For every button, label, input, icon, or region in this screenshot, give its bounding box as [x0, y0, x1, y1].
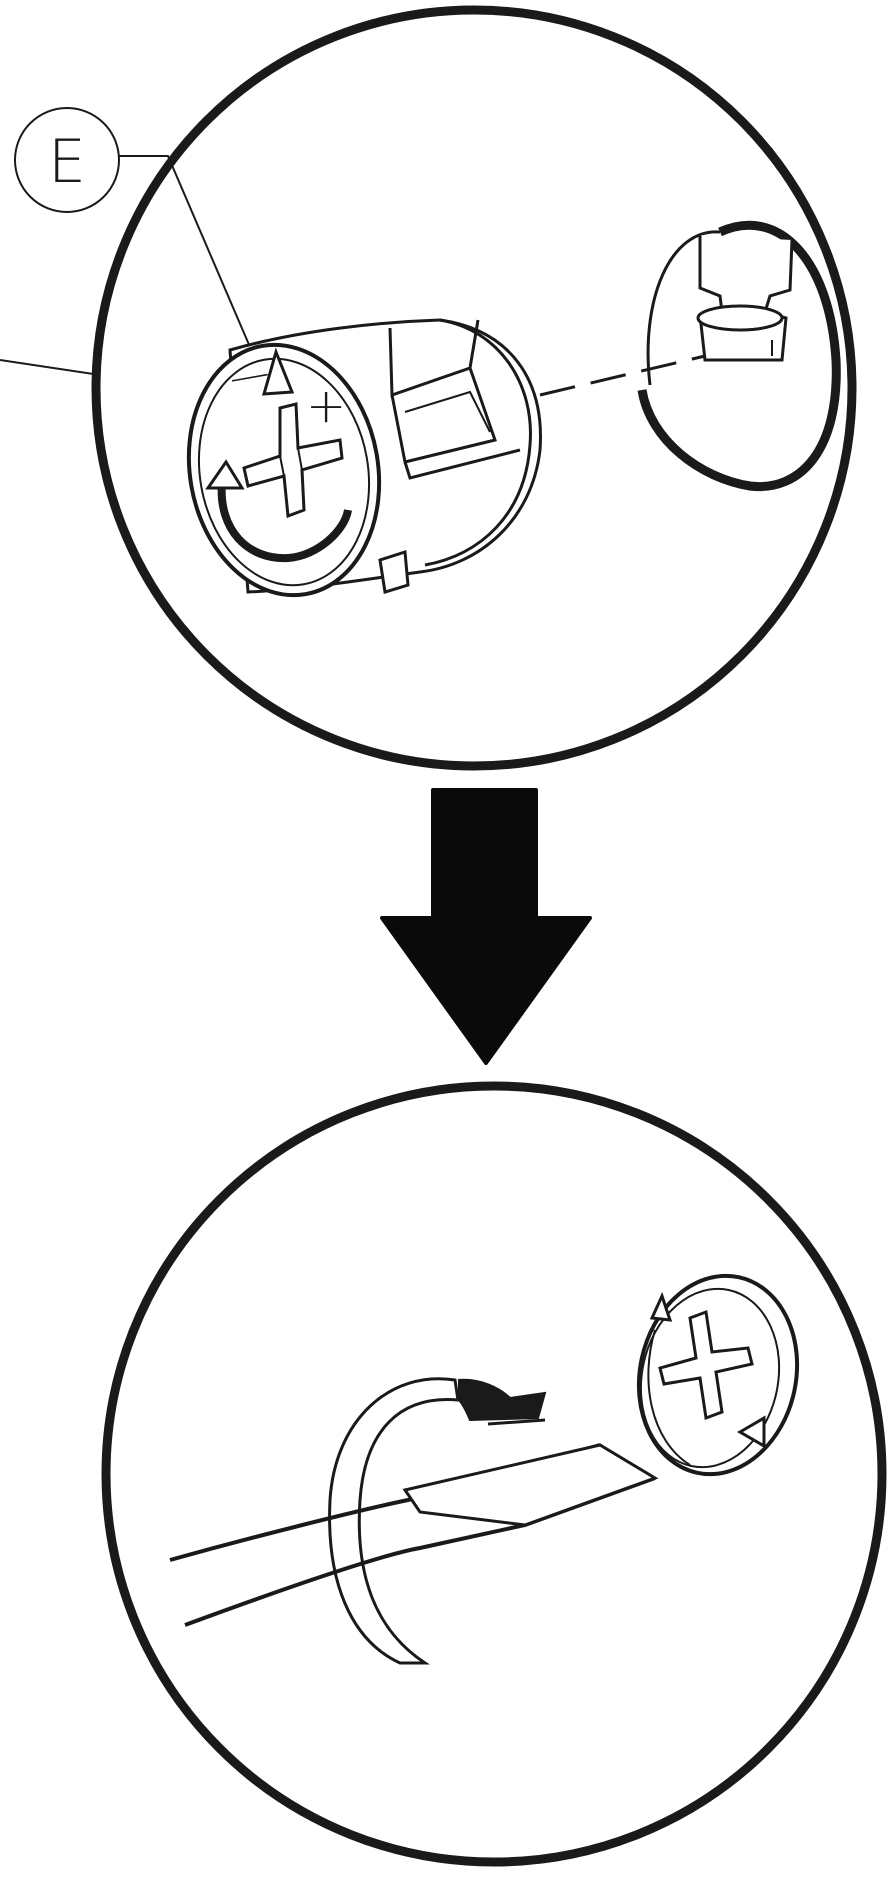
bottom-detail-view	[106, 1086, 882, 1862]
screw-triangle-top-icon	[652, 1296, 670, 1320]
cam-lock: — +	[170, 320, 541, 610]
screw-head-outer	[621, 1261, 815, 1489]
rotation-arrow-icon	[458, 1380, 545, 1420]
down-arrow-icon	[382, 790, 590, 1063]
cam-side-notch	[380, 552, 408, 592]
alignment-dash-line	[540, 356, 705, 395]
top-detail-view: E	[0, 10, 852, 766]
part-leader-line	[119, 156, 253, 354]
rotation-arrow-tip	[488, 1420, 545, 1424]
screwdriver-tip	[405, 1445, 655, 1525]
dowel-hole	[642, 225, 836, 486]
part-callout-e: E	[15, 108, 260, 363]
outer-leader-line	[0, 360, 100, 375]
cam-face-bottom	[621, 1261, 815, 1489]
rotation-band-outer	[330, 1379, 458, 1663]
pin-head	[698, 306, 782, 330]
dowel-pin	[700, 235, 792, 360]
screwdriver	[170, 1445, 655, 1625]
cam-plus-symbol: +	[306, 378, 346, 434]
part-label-text: E	[48, 127, 86, 197]
